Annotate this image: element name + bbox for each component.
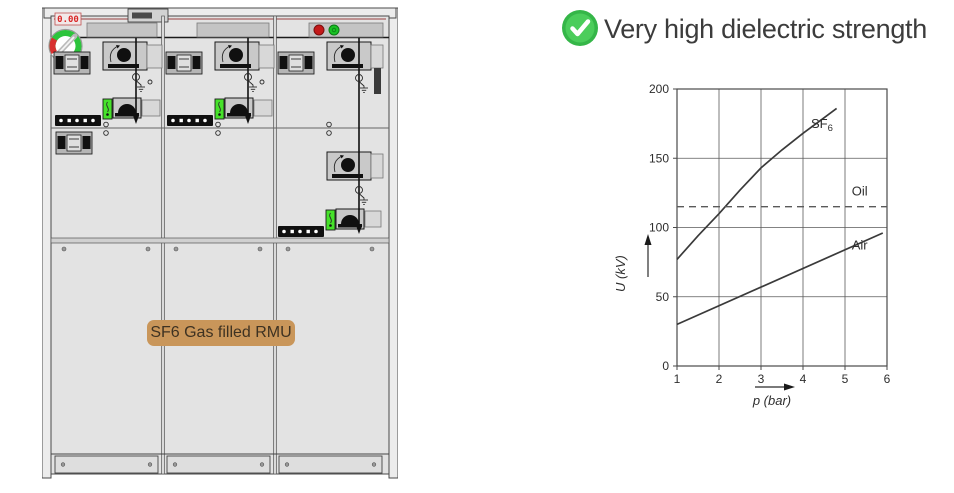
rmu-cabinet-diagram: 0.00 — [42, 7, 398, 479]
feeder-arrow — [244, 115, 252, 124]
chart-tick-labels: 1 2 3 4 5 6 0 50 100 150 200 — [649, 82, 891, 386]
position-indicator-strip — [278, 226, 324, 237]
series-line-sf6 — [676, 107, 838, 260]
test-point — [147, 79, 153, 85]
vent-hole — [103, 121, 109, 128]
check-icon — [562, 10, 598, 46]
test-point — [259, 79, 265, 85]
plot-frame — [676, 88, 888, 367]
indicator-lamp-red — [313, 24, 325, 36]
svg-text:p (bar): p (bar) — [752, 393, 791, 408]
mechanism-cover — [370, 44, 384, 69]
mechanism-cover — [258, 44, 275, 69]
x-tick-label: 5 — [842, 372, 849, 386]
motor-drive-unit — [53, 51, 91, 75]
vent-hole — [215, 130, 221, 136]
actuator-cover-1 — [86, 22, 158, 38]
position-indicator-strip — [167, 115, 213, 126]
nameplate — [127, 8, 169, 23]
x-tick-label: 6 — [884, 372, 891, 386]
label-strip — [374, 68, 381, 94]
series-line-air — [676, 232, 884, 326]
x-tick-label: 1 — [674, 372, 681, 386]
chart-gridlines — [673, 88, 888, 370]
door-screws — [61, 246, 375, 252]
live-indicator — [214, 98, 225, 120]
rmu-caption: SF6 Gas filled RMU — [147, 320, 295, 346]
mechanism-cover — [370, 153, 384, 179]
y-tick-label: 150 — [649, 151, 669, 165]
cabinet-left-rail — [42, 7, 52, 479]
digital-display: 0.00 — [54, 12, 82, 26]
feeder-arrow — [132, 115, 140, 124]
load-break-switch — [214, 41, 260, 71]
y-tick-label: 0 — [662, 359, 669, 373]
mechanism-cover — [364, 210, 382, 228]
cabinet-body — [50, 15, 390, 475]
series-label-air: Air — [852, 238, 869, 253]
vent-hole — [103, 130, 109, 136]
feeder-arrow — [355, 225, 363, 234]
relay-unit — [55, 131, 93, 155]
series-label-oil: Oil — [852, 184, 868, 199]
series-label-sf6: SF6 — [811, 116, 833, 134]
switch-disconnector — [326, 151, 372, 181]
x-tick-label: 4 — [800, 372, 807, 386]
header-title: Very high dielectric strength — [604, 14, 927, 44]
vent-hole — [215, 121, 221, 128]
x-tick-label: 3 — [758, 372, 765, 386]
mechanism-cover — [146, 44, 163, 69]
motor-drive-unit — [277, 51, 315, 75]
indicator-lamp-green — [328, 24, 340, 36]
y-tick-label: 50 — [656, 290, 670, 304]
mechanism-cover — [141, 99, 161, 117]
load-break-switch — [102, 41, 148, 71]
mid-divider-band — [50, 237, 390, 244]
column-divider — [273, 15, 277, 475]
x-axis-label: p (bar) — [752, 383, 795, 408]
y-tick-label: 100 — [649, 221, 669, 235]
column-divider — [161, 15, 165, 475]
vent-hole — [326, 130, 332, 136]
position-indicator-strip — [55, 115, 101, 126]
vent-hole — [326, 121, 332, 128]
y-tick-label: 200 — [649, 82, 669, 96]
cabinet-right-rail — [388, 7, 398, 479]
svg-text:U (kV): U (kV) — [613, 255, 628, 292]
y-axis-label: U (kV) — [613, 234, 652, 292]
actuator-cover-2 — [196, 22, 270, 38]
x-tick-label: 2 — [716, 372, 723, 386]
load-break-switch — [326, 41, 372, 71]
kick-plates — [51, 453, 389, 474]
motor-drive-unit — [165, 51, 203, 75]
mechanism-cover — [253, 99, 273, 117]
svg-text:0.00: 0.00 — [57, 15, 79, 25]
actuator-cover-3 — [308, 22, 384, 38]
live-indicator — [325, 209, 336, 231]
live-indicator — [102, 98, 113, 120]
